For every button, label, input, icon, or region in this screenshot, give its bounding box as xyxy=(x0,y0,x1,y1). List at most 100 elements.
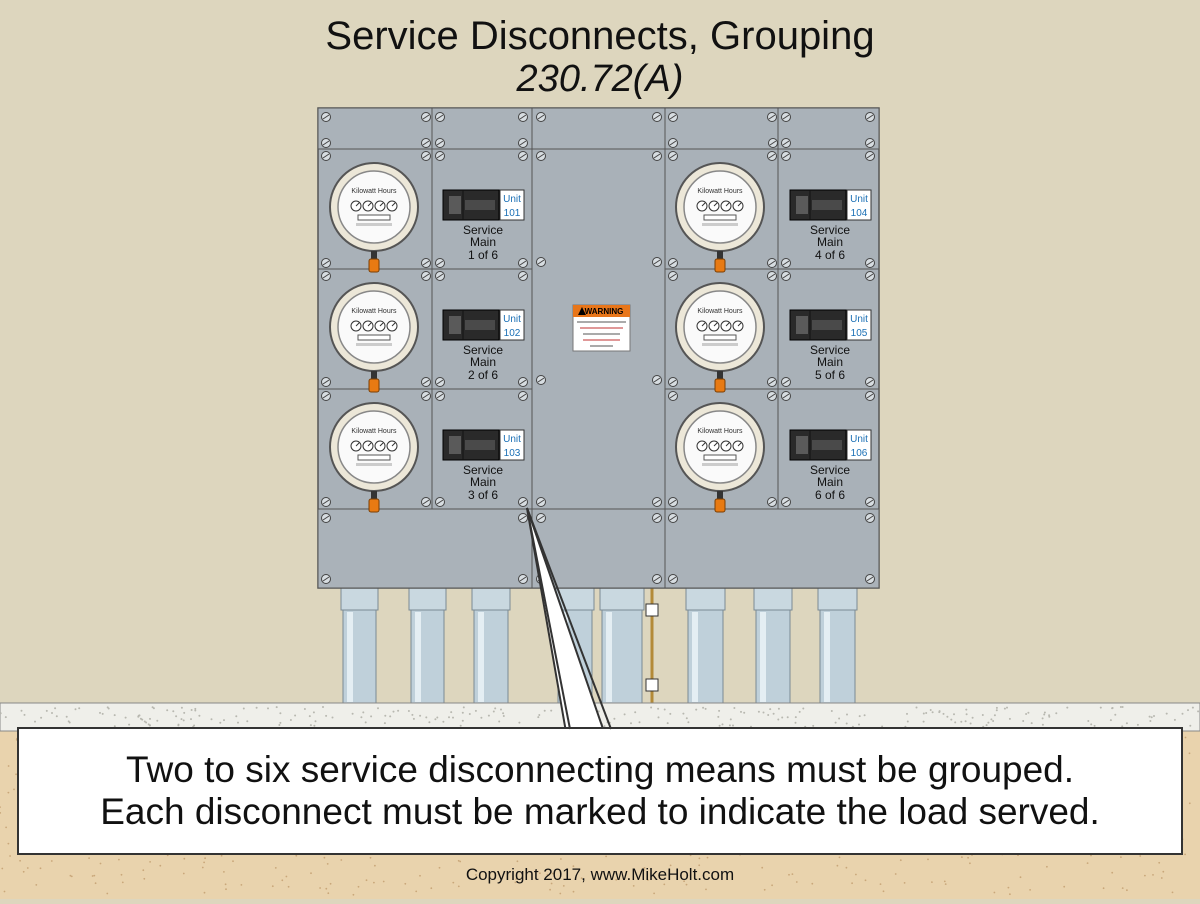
slab-speck xyxy=(411,713,414,716)
soil-speck xyxy=(931,881,933,883)
slab-speck xyxy=(279,721,282,724)
screw xyxy=(536,151,546,161)
slab-speck xyxy=(638,721,641,724)
soil-speck xyxy=(1162,870,1165,873)
slab-speck xyxy=(267,707,269,710)
slab-speck xyxy=(20,709,23,712)
soil-speck xyxy=(653,892,655,895)
soil-speck xyxy=(525,868,528,870)
unit-number: 101 xyxy=(504,208,521,219)
slab-speck xyxy=(757,710,760,713)
slab-speck xyxy=(377,707,379,710)
soil-speck xyxy=(121,881,124,884)
soil-speck xyxy=(788,873,790,876)
slab-speck xyxy=(786,716,789,719)
soil-speck xyxy=(559,892,562,895)
screw xyxy=(767,151,777,161)
slab-speck xyxy=(931,711,934,714)
slab-speck xyxy=(777,718,780,721)
soil-speck xyxy=(26,867,29,869)
slab-speck xyxy=(149,717,151,720)
screw xyxy=(321,574,331,584)
screw xyxy=(767,112,777,122)
slab-speck xyxy=(906,712,908,715)
meter-label: Kilowatt Hours xyxy=(697,428,743,435)
slab-speck xyxy=(278,724,281,726)
screw xyxy=(435,258,445,268)
unit-label-box xyxy=(499,309,525,341)
soil-speck xyxy=(457,859,460,862)
slab-speck xyxy=(1187,709,1189,712)
slab-speck xyxy=(981,714,984,716)
slab-speck xyxy=(1003,707,1006,710)
slab-speck xyxy=(965,708,968,711)
soil-speck xyxy=(1160,877,1163,879)
soil-speck xyxy=(1152,874,1154,876)
slab-speck xyxy=(922,712,925,715)
warning-text: WARNING xyxy=(585,307,624,316)
slab-speck xyxy=(906,720,909,723)
soil-speck xyxy=(851,882,853,885)
slab-speck xyxy=(1197,710,1200,713)
slab-speck xyxy=(954,721,957,724)
soil-speck xyxy=(969,862,971,865)
soil-speck xyxy=(204,857,207,860)
screw xyxy=(536,513,546,523)
slab-speck xyxy=(389,715,392,718)
soil-speck xyxy=(855,873,857,876)
slab-speck xyxy=(1043,713,1046,716)
slab-speck xyxy=(969,722,972,725)
soil-speck xyxy=(310,872,312,875)
slab-speck xyxy=(474,709,477,712)
unit-word: Unit xyxy=(850,434,868,445)
slab-speck xyxy=(242,707,245,710)
screw xyxy=(518,151,528,161)
screw xyxy=(321,112,331,122)
breaker xyxy=(442,429,500,461)
screw xyxy=(652,112,662,122)
unit-number: 102 xyxy=(504,328,521,339)
meter-label: Kilowatt Hours xyxy=(351,188,397,195)
slab-speck xyxy=(838,717,841,720)
soil-speck xyxy=(225,888,227,891)
screw xyxy=(321,138,331,148)
unit-word: Unit xyxy=(850,194,868,205)
screw xyxy=(865,497,875,507)
soil-speck xyxy=(1121,887,1124,889)
slab-speck xyxy=(502,712,505,715)
conduit xyxy=(340,587,379,705)
meter: Kilowatt Hours xyxy=(329,402,419,492)
unit-label-box xyxy=(846,189,872,221)
soil-speck xyxy=(1111,871,1114,874)
slab-speck xyxy=(289,719,292,721)
conduit xyxy=(817,587,858,705)
soil-speck xyxy=(663,883,666,886)
screw xyxy=(865,258,875,268)
slab-speck xyxy=(4,716,7,719)
soil-speck xyxy=(1046,865,1048,868)
warning-label: WARNING xyxy=(572,304,631,352)
soil-speck xyxy=(459,860,462,863)
unit-number: 104 xyxy=(851,208,868,219)
slab-speck xyxy=(718,724,721,727)
soil-speck xyxy=(551,872,554,875)
slab-speck xyxy=(538,714,541,716)
soil-speck xyxy=(993,891,996,894)
screw xyxy=(435,271,445,281)
soil-speck xyxy=(706,856,709,859)
slab-speck xyxy=(1191,706,1194,709)
unit-label-box xyxy=(499,189,525,221)
soil-speck xyxy=(683,880,685,883)
screw xyxy=(421,377,431,387)
soil-speck xyxy=(811,882,814,885)
soil-speck xyxy=(99,862,102,865)
slab-speck xyxy=(925,712,928,714)
screw xyxy=(865,138,875,148)
soil-speck xyxy=(120,873,123,876)
soil-speck xyxy=(240,884,243,886)
slab-speck xyxy=(434,718,437,721)
slab-speck xyxy=(194,707,197,710)
soil-speck xyxy=(1188,752,1191,755)
slab-speck xyxy=(40,716,43,719)
slab-speck xyxy=(733,707,736,709)
